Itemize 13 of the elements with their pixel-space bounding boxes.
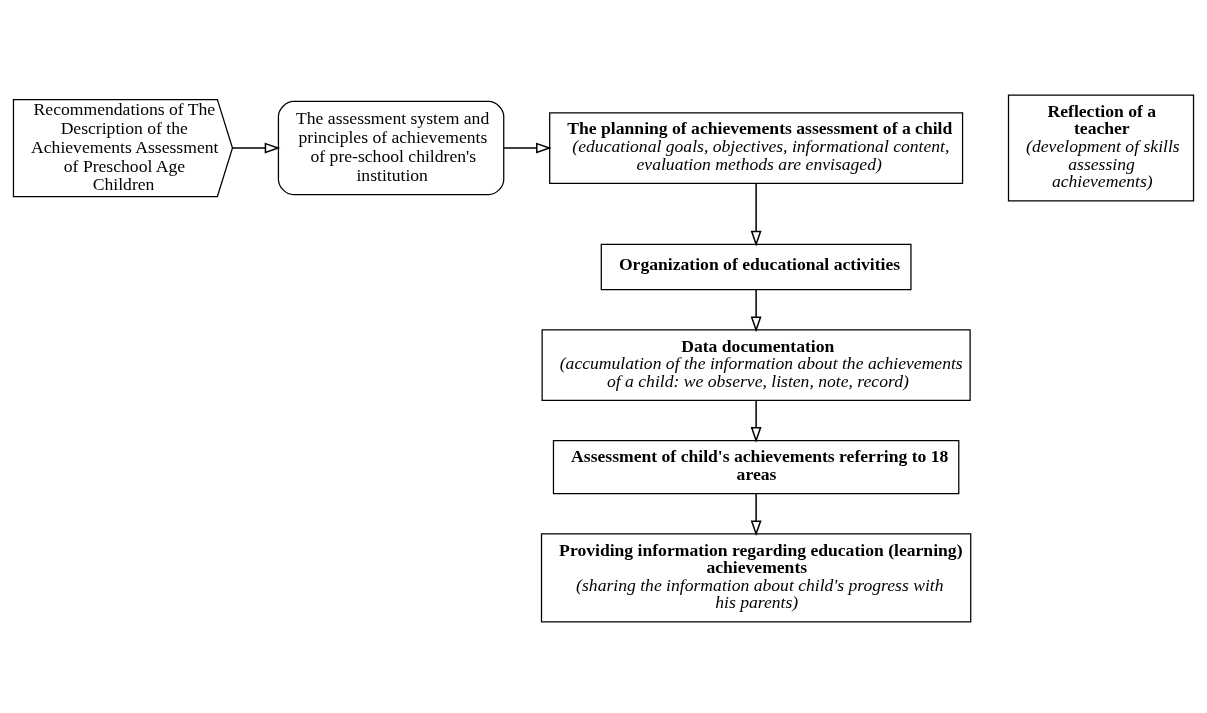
node-box: Assessment of child's achievements referring to 18 areas [552,439,960,494]
arrow [232,142,281,153]
node-box: Providing information regarding education (learning) achievements (sharing the information about child's progress with his parents) [540,532,972,623]
arrow [750,182,762,246]
node-box: The planning of achievements assessment of a child (educational goals, objectives, informational content, evaluation methods are envisaged) [549,111,964,184]
node-box: The assessment system and principles of achievements of pre-school children's institution [277,100,505,195]
arrow [503,142,552,153]
arrow [750,399,762,443]
arrow [750,288,762,332]
node-box: Organization of educational activities [600,243,912,290]
node-box: Reflection of a teacher (development of skills assessing achievements) [1007,94,1195,202]
arrow [750,492,762,536]
node-box: Data documentation (accumulation of the information about the achievements of a child: we observe, listen, note, record) [541,328,971,401]
